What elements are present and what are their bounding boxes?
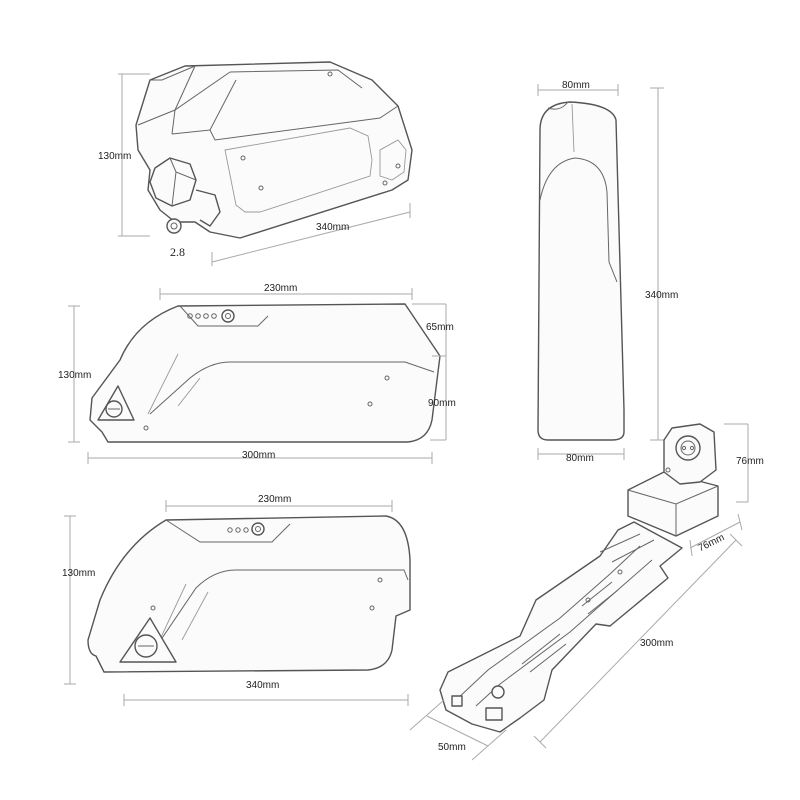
iso-length-label: 340mm bbox=[316, 222, 349, 233]
mount-rail-view: 76mm 76mm 300mm 50mm bbox=[409, 423, 764, 761]
front-battery-view: 80mm 340mm 80mm bbox=[537, 80, 678, 464]
side-view-large: 230mm 130mm 340mm bbox=[62, 494, 411, 706]
front-top-width-label: 80mm bbox=[562, 80, 590, 91]
mount-height-label: 76mm bbox=[736, 456, 764, 467]
iso-height-label: 130mm bbox=[98, 151, 131, 162]
side-large-bottom-label: 340mm bbox=[246, 680, 279, 691]
front-bottom-width-label: 80mm bbox=[566, 453, 594, 464]
side-large-top-label: 230mm bbox=[258, 494, 291, 505]
side-large-height-label: 130mm bbox=[62, 568, 95, 579]
side-small-bottom-label: 300mm bbox=[242, 450, 275, 461]
side-small-lower-height-label: 90mm bbox=[428, 398, 456, 409]
mount-length-label: 300mm bbox=[640, 638, 673, 649]
side-small-height-label: 130mm bbox=[58, 370, 91, 381]
side-view-small: 230mm 130mm 65mm 90mm 300mm bbox=[58, 283, 456, 464]
iso-battery-view: 130mm 340mm 2.8 bbox=[98, 61, 413, 266]
side-small-top-label: 230mm bbox=[264, 283, 297, 294]
front-height-label: 340mm bbox=[645, 290, 678, 301]
mount-base-width-label: 50mm bbox=[438, 742, 466, 753]
side-small-upper-height-label: 65mm bbox=[426, 322, 454, 333]
iso-callout-label: 2.8 bbox=[170, 245, 185, 259]
mount-width-label: 76mm bbox=[697, 532, 727, 554]
